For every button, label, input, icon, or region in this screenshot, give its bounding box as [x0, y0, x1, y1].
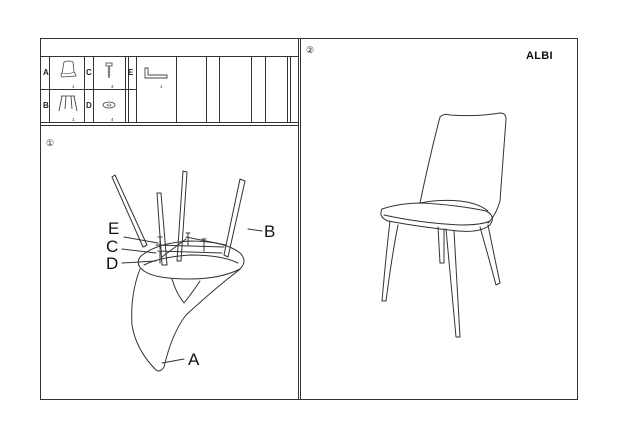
callout-e: E — [108, 219, 120, 238]
part-letter-e: E — [128, 68, 134, 77]
product-name: ALBI — [526, 50, 553, 62]
step-one-top-line — [40, 125, 299, 126]
step-one-assembly-drawing — [111, 170, 263, 372]
legs-icon — [58, 95, 78, 112]
callout-a: A — [188, 350, 200, 369]
assembled-chair-drawing — [380, 112, 507, 338]
callout-c: C — [106, 237, 119, 256]
allen-key-icon — [144, 67, 168, 79]
part-qty-d: 4 — [111, 117, 114, 122]
parts-table-bottom-line — [40, 122, 299, 123]
chair-seat-icon — [60, 60, 77, 78]
part-qty-b: 1 — [72, 117, 75, 122]
parts-table-top-line — [40, 56, 299, 57]
part-letter-d: D — [86, 101, 92, 110]
part-qty-c: 4 — [111, 84, 114, 89]
part-letter-b: B — [43, 101, 49, 110]
part-letter-a: A — [43, 68, 49, 77]
panel-divider — [298, 38, 301, 400]
bolt-icon — [105, 62, 113, 78]
part-qty-e: 1 — [160, 84, 163, 89]
instruction-sheet-frame — [40, 38, 578, 400]
callout-d: D — [106, 254, 119, 273]
washer-icon — [102, 101, 116, 109]
step-number-2: ② — [306, 45, 315, 55]
parts-table — [40, 56, 299, 123]
part-letter-c: C — [86, 68, 92, 77]
part-qty-a: 1 — [72, 84, 75, 89]
step-number-1: ① — [46, 138, 55, 148]
callout-b: B — [264, 222, 276, 241]
